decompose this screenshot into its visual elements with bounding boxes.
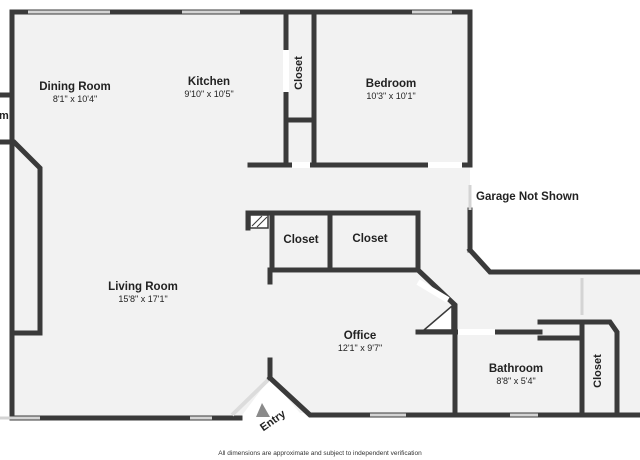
entry-door: [230, 378, 270, 417]
room-dims: 8'1" x 10'4": [52, 94, 98, 105]
room-name: Bedroom: [365, 78, 417, 90]
hatched-block: [249, 214, 269, 229]
room-label-kitchen: Kitchen 9'10" x 10'5": [184, 75, 233, 101]
room-dims: 8'8" x 5'4": [496, 376, 536, 387]
room-dims: 9'10" x 10'5": [184, 89, 234, 100]
closet-label-center-left: Closet: [283, 233, 318, 247]
room-name: Living Room: [108, 281, 178, 293]
door-openings: [283, 50, 495, 335]
closet-name: Closet: [283, 234, 319, 246]
disclaimer: All dimensions are approximate and subje…: [218, 450, 422, 457]
room-dims: 15'8" x 17'1": [118, 294, 168, 305]
windows: [0, 10, 584, 420]
room-name: Kitchen: [187, 76, 231, 88]
room-label-dining: Dining Room 8'1" x 10'4": [39, 80, 111, 106]
door-swing: [421, 304, 453, 331]
closet-label-center-right: Closet: [352, 232, 387, 246]
room-label-bathroom: Bathroom 8'8" x 5'4": [489, 362, 543, 388]
room-name: Office: [343, 330, 377, 342]
closet-name: Closet: [352, 233, 388, 245]
partial-room-label: m: [0, 110, 9, 122]
room-name: Bathroom: [488, 363, 544, 375]
walls: [0, 9, 640, 421]
closet-label-bathroom: Closet: [592, 354, 604, 388]
room-label-living: Living Room 15'8" x 17'1": [108, 280, 178, 306]
room-label-office: Office 12'1" x 9'7": [338, 329, 382, 355]
room-dims: 10'3" x 10'1": [366, 91, 416, 102]
room-name: Dining Room: [39, 81, 111, 93]
room-label-bedroom: Bedroom 10'3" x 10'1": [366, 77, 416, 103]
garage-note: Garage Not Shown: [476, 191, 579, 203]
closet-label-kitchen: Closet: [293, 56, 305, 90]
entry-arrow-icon: [256, 403, 270, 417]
room-dims: 12'1" x 9'7": [337, 343, 383, 354]
